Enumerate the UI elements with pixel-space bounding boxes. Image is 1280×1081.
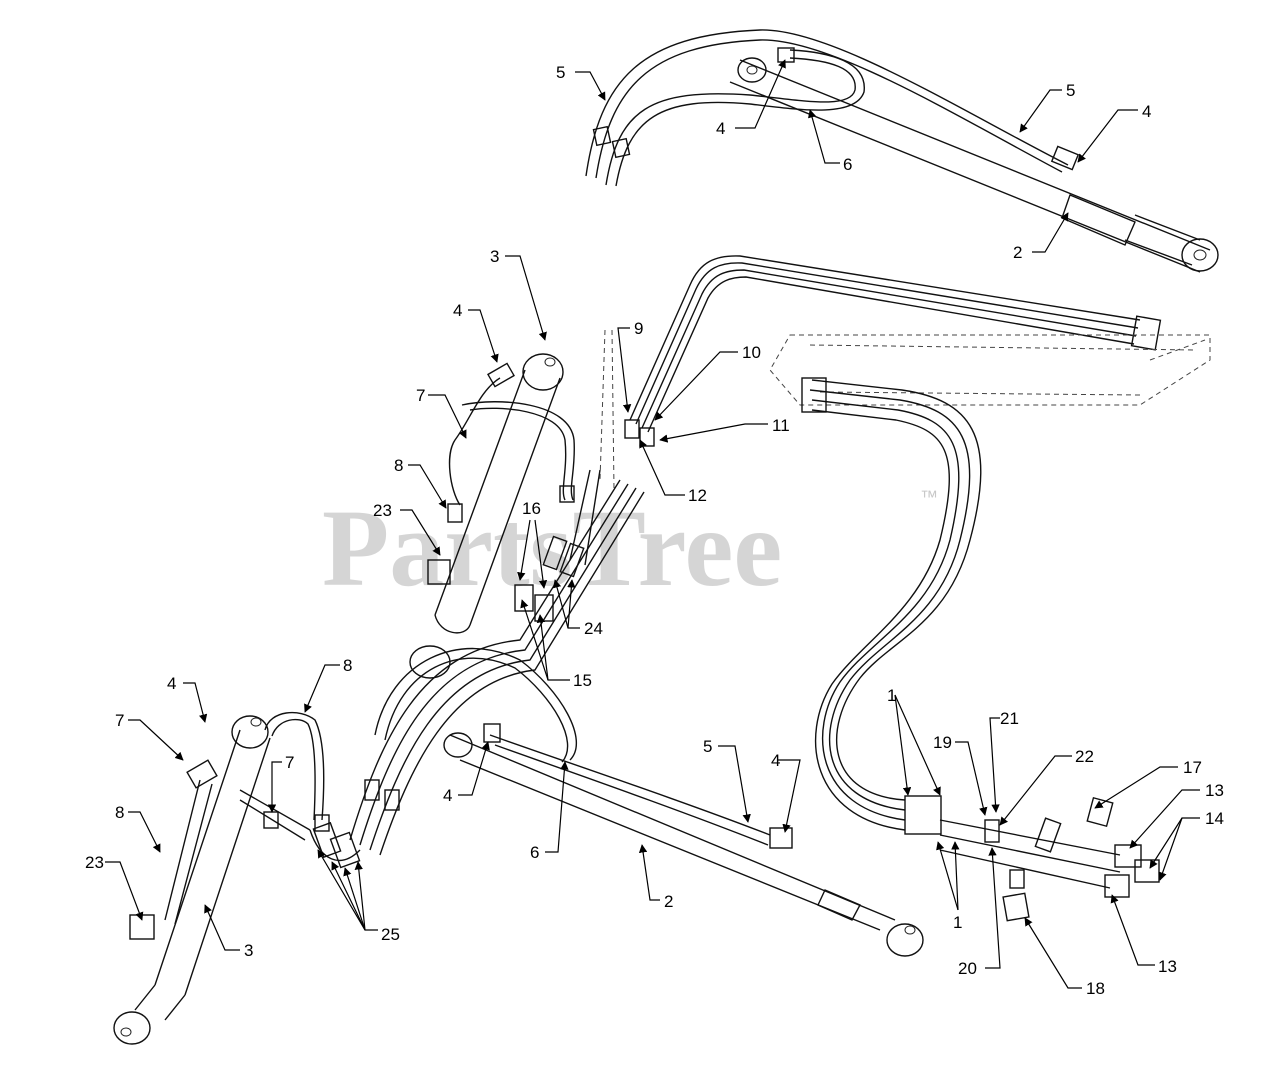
callout-20: 20	[958, 959, 977, 978]
lower-left-cylinder	[113, 711, 361, 1045]
callout-14: 14	[1205, 809, 1224, 828]
callout-9: 9	[634, 319, 643, 338]
callout-4: 4	[1142, 102, 1151, 121]
callout-1: 1	[887, 686, 896, 705]
callout-18: 18	[1086, 979, 1105, 998]
callout-4: 4	[716, 119, 725, 138]
callout-10: 10	[742, 343, 761, 362]
callout-6: 6	[843, 155, 852, 174]
right-fittings	[939, 796, 1160, 922]
callout-4: 4	[771, 751, 780, 770]
callout-8: 8	[343, 656, 352, 675]
callout-13: 13	[1158, 957, 1177, 976]
callout-12: 12	[688, 486, 707, 505]
callout-16: 16	[522, 499, 541, 518]
upper-hose-bundle	[629, 255, 1211, 433]
callout-6: 6	[530, 843, 539, 862]
callout-13: 13	[1205, 781, 1224, 800]
callout-8: 8	[394, 456, 403, 475]
callout-23: 23	[373, 501, 392, 520]
callout-19: 19	[933, 733, 952, 752]
watermark-trademark: ™	[920, 487, 938, 507]
callout-25: 25	[381, 925, 400, 944]
callout-4: 4	[443, 786, 452, 805]
callout-22: 22	[1075, 747, 1094, 766]
callout-5: 5	[1066, 81, 1075, 100]
callout-23: 23	[85, 853, 104, 872]
callout-7: 7	[285, 753, 294, 772]
callout-1: 1	[953, 913, 962, 932]
callout-3: 3	[244, 941, 253, 960]
callout-7: 7	[115, 711, 124, 730]
callout-24: 24	[584, 619, 603, 638]
callout-11: 11	[772, 416, 790, 435]
top-cylinder-assembly	[585, 29, 1219, 273]
callout-3: 3	[490, 247, 499, 266]
callout-2: 2	[664, 892, 673, 911]
callout-8: 8	[115, 803, 124, 822]
callout-4: 4	[167, 674, 176, 693]
callout-5: 5	[703, 737, 712, 756]
callout-labels: 5 4 6 5 4 2 3 4 7 8 23 9 10 11 12 16 24 …	[85, 63, 1224, 998]
callout-5: 5	[556, 63, 565, 82]
callout-4: 4	[453, 301, 462, 320]
callout-7: 7	[416, 386, 425, 405]
callout-17: 17	[1183, 758, 1202, 777]
callout-15: 15	[573, 671, 592, 690]
callout-21: 21	[1000, 709, 1019, 728]
callout-2: 2	[1013, 243, 1022, 262]
central-hose-bundle	[312, 419, 924, 957]
s-hose-bundle	[801, 377, 982, 835]
callout-leaders	[105, 59, 1200, 989]
